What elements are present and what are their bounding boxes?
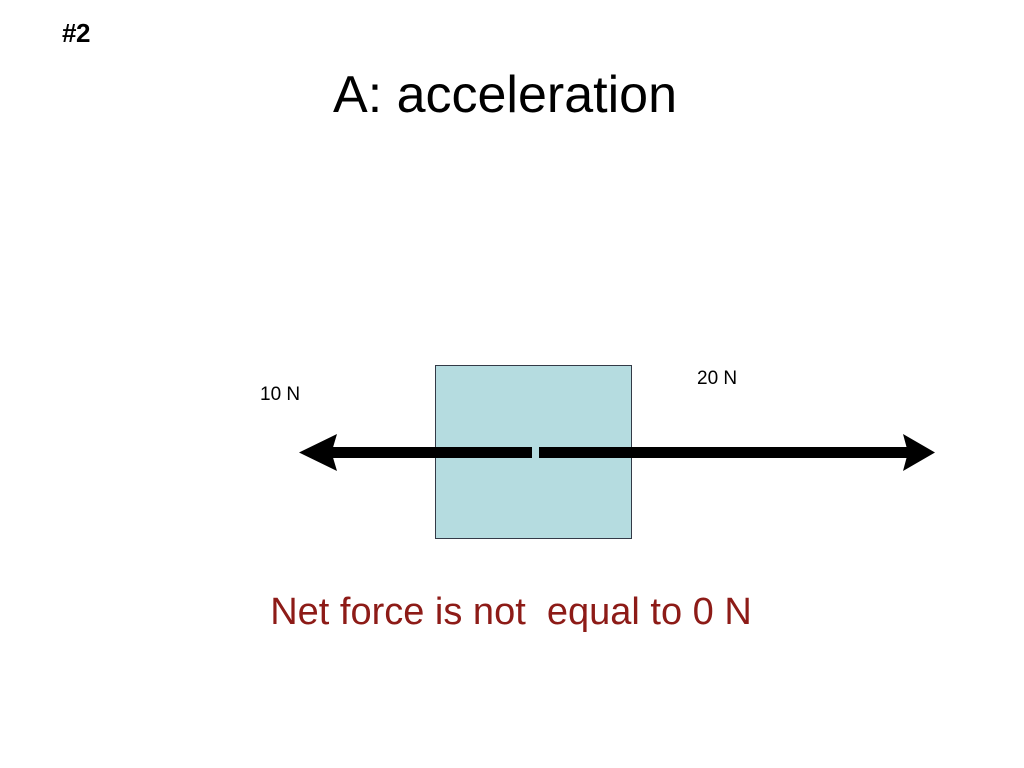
slide-number-label: #2 xyxy=(62,18,90,48)
page-title: A: acceleration xyxy=(0,68,1024,123)
left-force-arrow xyxy=(299,434,532,471)
left-force-label: 10 N xyxy=(260,384,301,405)
right-force-arrow xyxy=(539,434,935,471)
net-force-caption-text: Net force is not equal to 0 N xyxy=(270,591,752,633)
net-force-caption: Net force is not equal to 0 N xyxy=(0,591,1024,634)
page-title-text: A: acceleration xyxy=(333,66,677,124)
right-force-label: 20 N xyxy=(697,368,738,389)
